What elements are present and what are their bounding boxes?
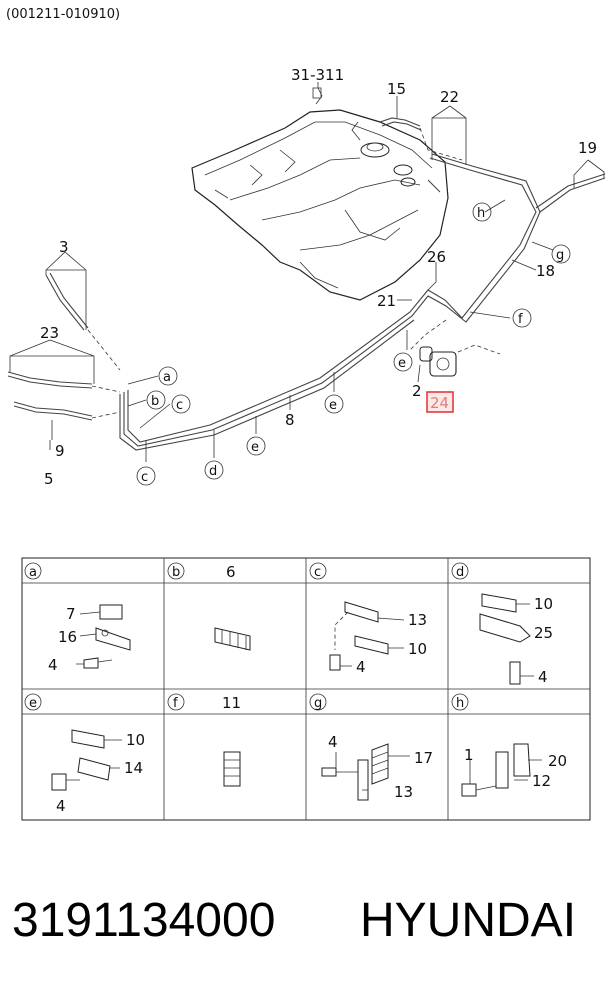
clip-a-drawing [76, 604, 131, 669]
clip-c-part-4: 4 [356, 658, 366, 676]
clip-g-part-4: 4 [328, 733, 338, 751]
callout-19: 19 [578, 139, 597, 157]
clip-d-part-10: 10 [534, 595, 553, 613]
brand-name: HYUNDAI [360, 894, 576, 947]
callout-26: 26 [427, 248, 446, 266]
callout-24: 24 [430, 394, 449, 412]
clip-b-drawing [214, 627, 251, 651]
fuel-tank [191, 87, 449, 301]
clip-a-part-7: 7 [66, 605, 76, 623]
clip-c-part-13: 13 [408, 611, 427, 629]
catalog-date-code: (001211-010910) [6, 7, 120, 22]
clip-c-drawing [329, 601, 405, 671]
ref-a: a [163, 370, 171, 385]
ref-c-upper: c [176, 398, 183, 413]
clip-e-part-14: 14 [124, 759, 143, 777]
callout-21: 21 [377, 292, 396, 310]
clip-g-part-13: 13 [394, 783, 413, 801]
table-title-b: 6 [226, 563, 236, 581]
table-key-b: b [172, 565, 180, 580]
ref-b: b [151, 394, 159, 409]
ref-e-right: e [398, 356, 406, 371]
ref-e-center: e [329, 398, 337, 413]
clip-h-drawing [461, 743, 542, 797]
ref-h: h [477, 206, 485, 221]
reference-circles: a b c c d e e e f g h [136, 202, 571, 486]
ref-f: f [518, 312, 523, 327]
table-key-h: h [456, 696, 464, 711]
callout-8: 8 [285, 411, 295, 429]
clip-e-part-4: 4 [56, 797, 66, 815]
clip-g-part-17: 17 [414, 749, 433, 767]
clip-h-part-1: 1 [464, 746, 474, 764]
table-title-f: 11 [222, 694, 241, 712]
callout-5: 5 [44, 470, 54, 488]
ref-g: g [556, 248, 564, 263]
ref-d: d [209, 464, 217, 479]
clip-h-part-20: 20 [548, 752, 567, 770]
part-number: 3191134000 [12, 894, 275, 947]
clip-table: a b 6 c d e f 11 g h 7 16 4 [21, 557, 591, 821]
callout-15: 15 [387, 80, 406, 98]
clip-d-drawing [479, 593, 534, 685]
table-key-f: f [173, 696, 178, 711]
clip-a-part-4: 4 [48, 656, 58, 674]
leader-lines [9, 82, 605, 462]
clip-e-drawing [51, 729, 122, 791]
fuel-lines [7, 117, 606, 451]
clip-c-part-10: 10 [408, 640, 427, 658]
highlight-box-24 [426, 391, 454, 413]
ref-e-left: e [251, 440, 259, 455]
callout-2: 2 [412, 382, 422, 400]
clip-d-part-25: 25 [534, 624, 553, 642]
table-key-d: d [456, 565, 464, 580]
callout-22: 22 [440, 88, 459, 106]
clip-a-part-16: 16 [58, 628, 77, 646]
table-key-g: g [314, 696, 322, 711]
clip-e-part-10: 10 [126, 731, 145, 749]
callout-18: 18 [536, 262, 555, 280]
table-key-c: c [314, 565, 321, 580]
part-callouts: 31-311 15 22 19 3 23 9 5 26 18 21 8 2 24 [40, 66, 597, 488]
ref-c-lower: c [141, 470, 148, 485]
clip-f-drawing [223, 751, 241, 787]
table-key-e: e [29, 696, 37, 711]
clip-h-part-12: 12 [532, 772, 551, 790]
callout-23: 23 [40, 324, 59, 342]
clip-g-drawing [321, 743, 410, 801]
table-key-a: a [29, 565, 37, 580]
callout-9: 9 [55, 442, 65, 460]
callout-3: 3 [59, 238, 69, 256]
clip-d-part-4: 4 [538, 668, 548, 686]
callout-31-311: 31-311 [291, 66, 344, 84]
